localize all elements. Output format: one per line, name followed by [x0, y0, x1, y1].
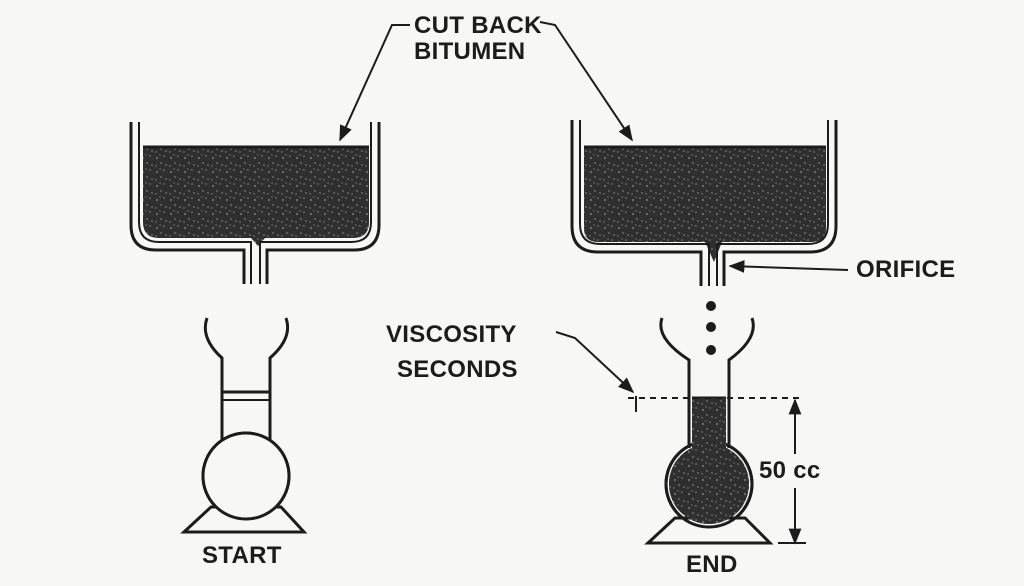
left-cup-inner-wall — [138, 122, 252, 284]
right-receiver-flask — [644, 317, 774, 545]
start-label: START — [202, 542, 282, 569]
left-bitumen-fill — [143, 147, 369, 246]
volume-label: 50 cc — [759, 457, 821, 484]
leader-lines — [339, 21, 849, 412]
cut-back-leader-right — [539, 21, 633, 142]
viscosity-seconds-label-line2: SECONDS — [397, 356, 518, 383]
right-cup-inner-wall — [579, 120, 710, 286]
viscosity-seconds-label-line1: VISCOSITY — [386, 321, 517, 348]
left-cup — [129, 122, 381, 284]
left-receiver-flask — [180, 317, 308, 534]
drip-1 — [706, 301, 716, 311]
drip-2 — [706, 322, 716, 332]
orifice-leader — [728, 260, 849, 273]
drips — [706, 301, 716, 355]
drip-3 — [706, 345, 716, 355]
viscosity-leader — [555, 331, 635, 394]
end-label: END — [686, 551, 738, 578]
left-cup-outer-wall — [129, 122, 246, 284]
cut-back-leader-left — [339, 24, 410, 142]
orifice-label: ORIFICE — [856, 256, 956, 283]
volume-dimension — [778, 398, 806, 545]
cut-back-bitumen-label-line1: CUT BACK — [414, 12, 542, 39]
cut-back-bitumen-label-line2: BITUMEN — [414, 38, 526, 65]
right-cup — [570, 120, 838, 286]
right-flask-stand — [644, 516, 774, 545]
right-cup-outer-wall — [570, 120, 703, 286]
right-bitumen-fill — [584, 147, 826, 262]
